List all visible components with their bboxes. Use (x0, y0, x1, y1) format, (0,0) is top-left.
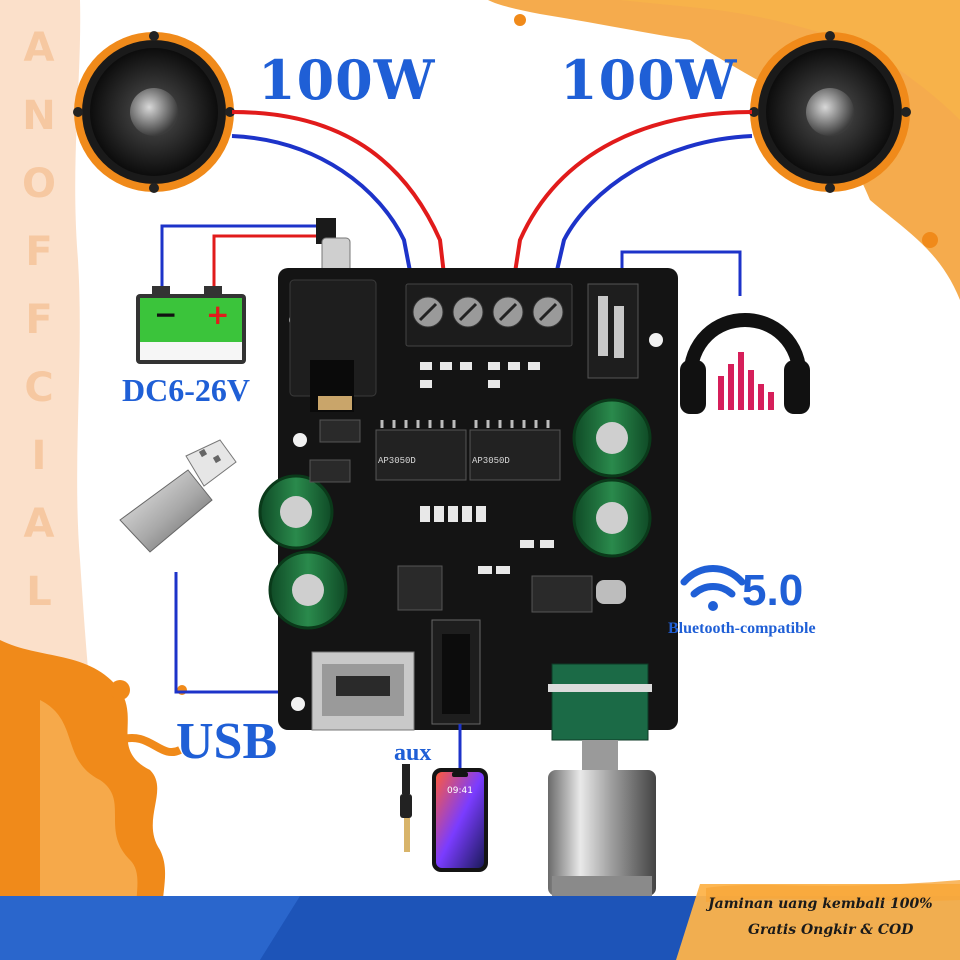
watermark-letter: C (24, 365, 54, 411)
chip-marking-left: AP3050D (378, 456, 416, 466)
left-speaker-power: 100W (258, 48, 436, 112)
voltage-label: DC6-26V (122, 372, 250, 408)
power-wires (160, 224, 316, 292)
watermark-letter: N (22, 93, 56, 139)
phone-clock: 09:41 (447, 786, 473, 796)
watermark-letter: A (23, 501, 55, 547)
chip-marking-right: AP3050D (472, 456, 510, 466)
bluetooth-wifi-icon (680, 565, 746, 611)
usb-stick-icon (119, 439, 237, 553)
capacitors (258, 398, 652, 630)
paint-splash-left (0, 0, 187, 960)
amplifier-board (258, 268, 678, 741)
watermark-letter: F (25, 297, 53, 343)
dc-jack-icon (316, 218, 351, 273)
battery-plus: + (206, 298, 230, 331)
watermark-letter: I (31, 433, 47, 479)
smartphone-icon: 09:41 (432, 768, 488, 872)
usb-label: USB (176, 713, 278, 770)
aux-label: aux (394, 740, 432, 766)
watermark-letter: L (26, 569, 52, 615)
promo-banner-bg (676, 884, 960, 960)
watermark-letter: O (21, 161, 56, 207)
bluetooth-version: 5.0 (742, 566, 804, 615)
usb-wire (174, 572, 300, 694)
speaker-icon-right (749, 31, 911, 193)
aux-plug-icon (400, 764, 412, 852)
watermark-letter: A (23, 25, 55, 71)
usb-port (311, 651, 415, 731)
battery-minus: − (154, 298, 178, 331)
speaker-wires (231, 110, 753, 293)
battery-icon (136, 286, 246, 364)
promo-line-shipping: Gratis Ongkir & COD (748, 922, 914, 938)
watermark-letter: F (25, 229, 53, 275)
right-speaker-power: 100W (560, 48, 738, 112)
speaker-icon-left (73, 31, 235, 193)
promo-line-guarantee: Jaminan uang kembali 100% (708, 896, 933, 912)
screw-terminals (412, 296, 564, 328)
volume-knob-icon (548, 740, 656, 896)
bluetooth-caption: Bluetooth-compatible (668, 620, 816, 637)
